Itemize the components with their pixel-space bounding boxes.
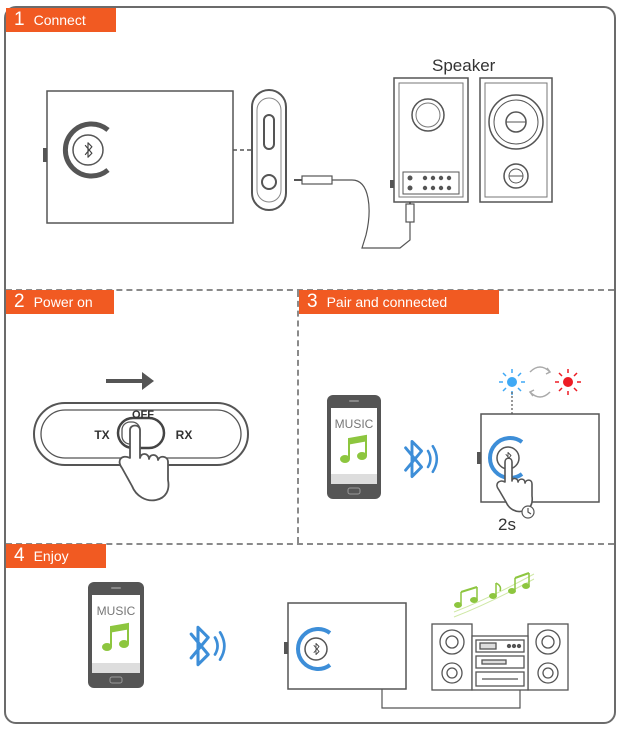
step-1-label: Connect (33, 12, 86, 28)
step-3-number: 3 (307, 291, 318, 312)
step-3-label: Pair and connected (326, 294, 448, 310)
phone-pair-screen-text: MUSIC (335, 417, 374, 431)
hold-time-label: 2s (498, 515, 516, 534)
receiver-side-port (251, 89, 287, 211)
pair-hand-icon (496, 457, 534, 513)
phone-pair (327, 395, 381, 499)
alternate-arrows-icon (528, 366, 552, 398)
switch-tx-label: TX (94, 428, 109, 442)
music-note-icon (340, 434, 367, 463)
bluetooth-enjoy-icon (189, 625, 226, 667)
hand-icon (118, 424, 170, 502)
bluetooth-signal-icon (404, 439, 439, 479)
switch-rx-label: RX (176, 428, 193, 442)
step-4-tab: 4 Enjoy (6, 544, 106, 568)
power-direction-arrow (106, 372, 154, 390)
step-4-label: Enjoy (33, 548, 69, 564)
receiver-enjoy (284, 602, 407, 690)
speaker-label: Speaker (432, 56, 496, 75)
instruction-frame (4, 6, 616, 724)
receiver-device (43, 90, 234, 224)
step-2-tab: 2 Power on (6, 290, 114, 314)
phone-enjoy (88, 582, 144, 688)
floating-notes-icon (453, 572, 535, 618)
receiver-pair (477, 413, 600, 503)
clock-icon (521, 505, 535, 519)
step-1-number: 1 (14, 9, 25, 30)
led-blue-icon (499, 369, 525, 395)
speaker-left (390, 77, 469, 203)
divider-step4-top (6, 543, 614, 545)
step-4-number: 4 (14, 545, 25, 566)
speaker-right (479, 77, 553, 203)
led-red-icon (555, 369, 581, 395)
step-3-tab: 3 Pair and connected (299, 290, 499, 314)
enjoy-audio-cable (381, 689, 521, 709)
music-note-enjoy-icon (102, 622, 129, 651)
switch-off-label: OFF (132, 409, 154, 421)
divider-step2-step3 (297, 291, 299, 543)
step-1-tab: 1 Connect (6, 8, 116, 32)
step-2-number: 2 (14, 291, 25, 312)
step-2-label: Power on (33, 294, 93, 310)
phone-enjoy-screen-text: MUSIC (97, 604, 136, 618)
stereo-system (431, 623, 569, 691)
